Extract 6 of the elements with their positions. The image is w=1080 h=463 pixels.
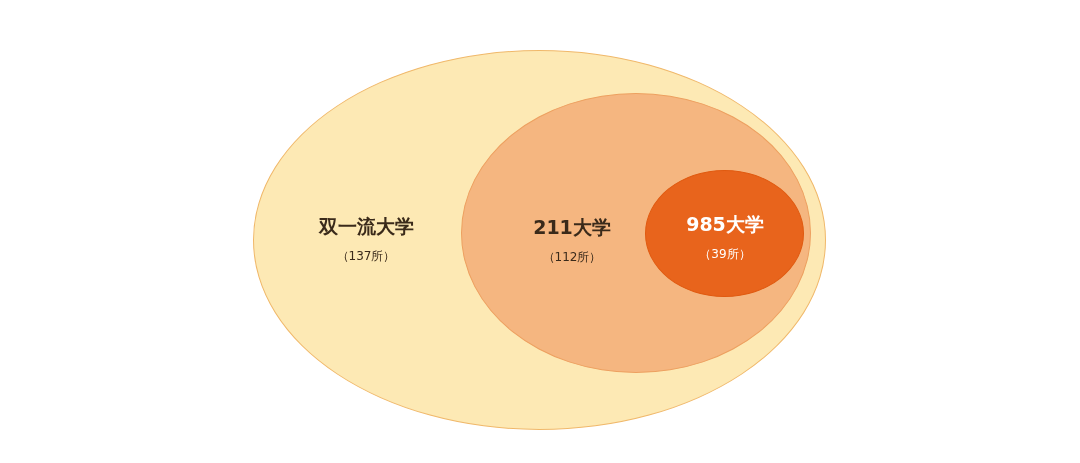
- count-label: （112所）: [541, 248, 603, 266]
- category-title: 双一流大学: [318, 213, 414, 239]
- count-label: （137所）: [335, 247, 397, 265]
- category-title: 211大学: [533, 214, 611, 240]
- count-label: （39所）: [698, 245, 752, 263]
- category-title: 985大学: [686, 211, 764, 237]
